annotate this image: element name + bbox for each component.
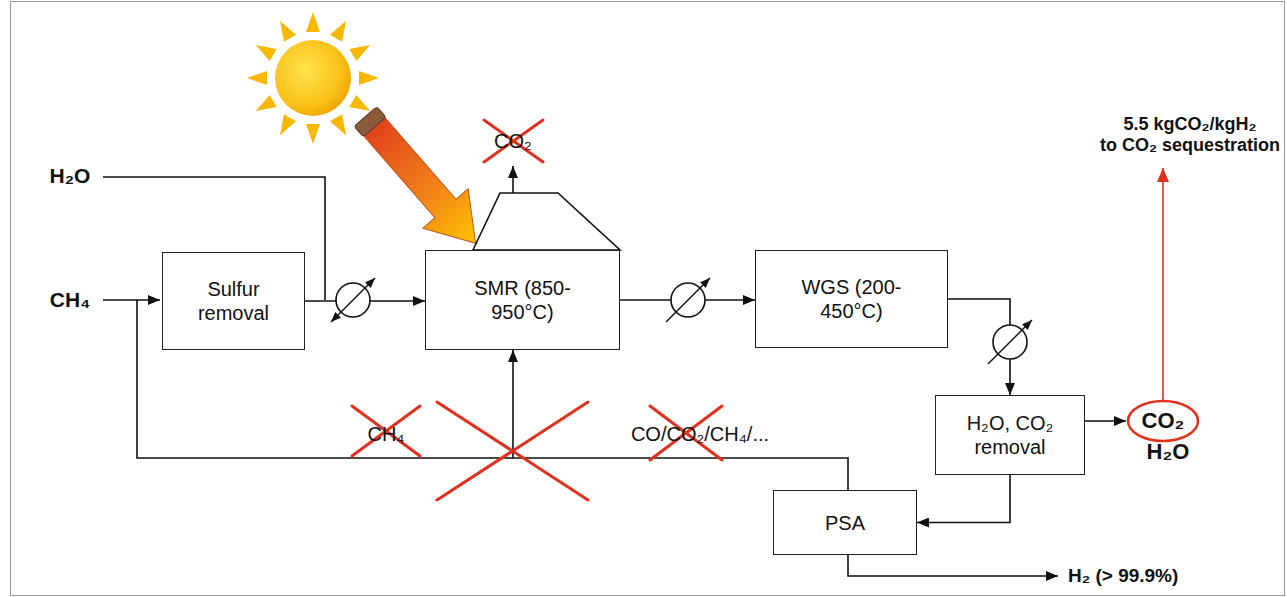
- heat-arrow-body: [349, 104, 498, 263]
- sun-ray: [330, 114, 346, 135]
- sun-ray: [349, 95, 370, 111]
- cross-methane: [352, 406, 420, 456]
- stream-label: H₂ (> 99.9%): [1068, 565, 1178, 587]
- stream-label: H₂O: [50, 164, 91, 188]
- sun-ray: [306, 124, 320, 144]
- cross-flue-co2: [484, 120, 543, 162]
- stream-label: CO₂: [494, 130, 532, 153]
- solar-heat-arrow: [343, 97, 499, 263]
- stream-label: H₂O: [1147, 439, 1190, 464]
- furnace-roof: [473, 193, 620, 250]
- sequestration-arrow: [1162, 168, 1164, 400]
- sun-ray: [306, 12, 320, 32]
- heat-arrow-tail: [354, 107, 386, 137]
- sun-ray: [247, 71, 267, 85]
- process-box: PSA: [773, 490, 917, 555]
- process-label: Sulfur removal: [179, 277, 289, 325]
- cross-recycle: [437, 402, 588, 500]
- stream-label: CO/CO₂/CH₄/...: [631, 423, 769, 446]
- heat-exchanger-symbol: [331, 278, 375, 322]
- sun-ray: [256, 95, 277, 111]
- co2-highlight-ring: [1128, 401, 1198, 441]
- process-label: H₂O, CO₂ removal: [955, 411, 1065, 459]
- hydrogen-outlet: [848, 555, 1058, 576]
- process-box: WGS (200-450°C): [755, 250, 948, 348]
- exchanger-arrow: [331, 278, 375, 322]
- process-label: WGS (200-450°C): [787, 275, 917, 323]
- sun-ray: [256, 45, 277, 61]
- process-box: H₂O, CO₂ removal: [935, 395, 1085, 475]
- exchanger-arrow: [988, 320, 1032, 364]
- sun-disc: [275, 40, 351, 116]
- sun-ray: [330, 21, 346, 42]
- heat-exchanger-symbol: [988, 320, 1032, 364]
- stream-label: 5.5 kgCO₂/kgH₂ to CO₂ sequestration: [1100, 114, 1280, 155]
- co2-water-outlet: [1085, 420, 1126, 422]
- process-stream: [513, 350, 848, 490]
- process-stream: [917, 475, 1010, 523]
- stream-label: CH₄: [50, 288, 90, 312]
- heat-exchanger-symbol: [666, 278, 710, 322]
- methane-feed-line: [103, 299, 160, 301]
- process-box: SMR (850-950°C): [425, 250, 620, 350]
- exchanger-arrow: [666, 278, 710, 322]
- process-label: PSA: [825, 511, 865, 535]
- process-label: SMR (850-950°C): [458, 276, 588, 324]
- stream-label: CH₄: [367, 423, 404, 446]
- sun-ray: [349, 45, 370, 61]
- frame: [11, 2, 1285, 596]
- sun-ray: [359, 71, 379, 85]
- stream-label: CO₂: [1142, 408, 1185, 433]
- sun-ray: [280, 21, 296, 42]
- sun-ray: [280, 114, 296, 135]
- process-box: Sulfur removal: [162, 252, 305, 350]
- flue-gas-arrow: [512, 166, 514, 193]
